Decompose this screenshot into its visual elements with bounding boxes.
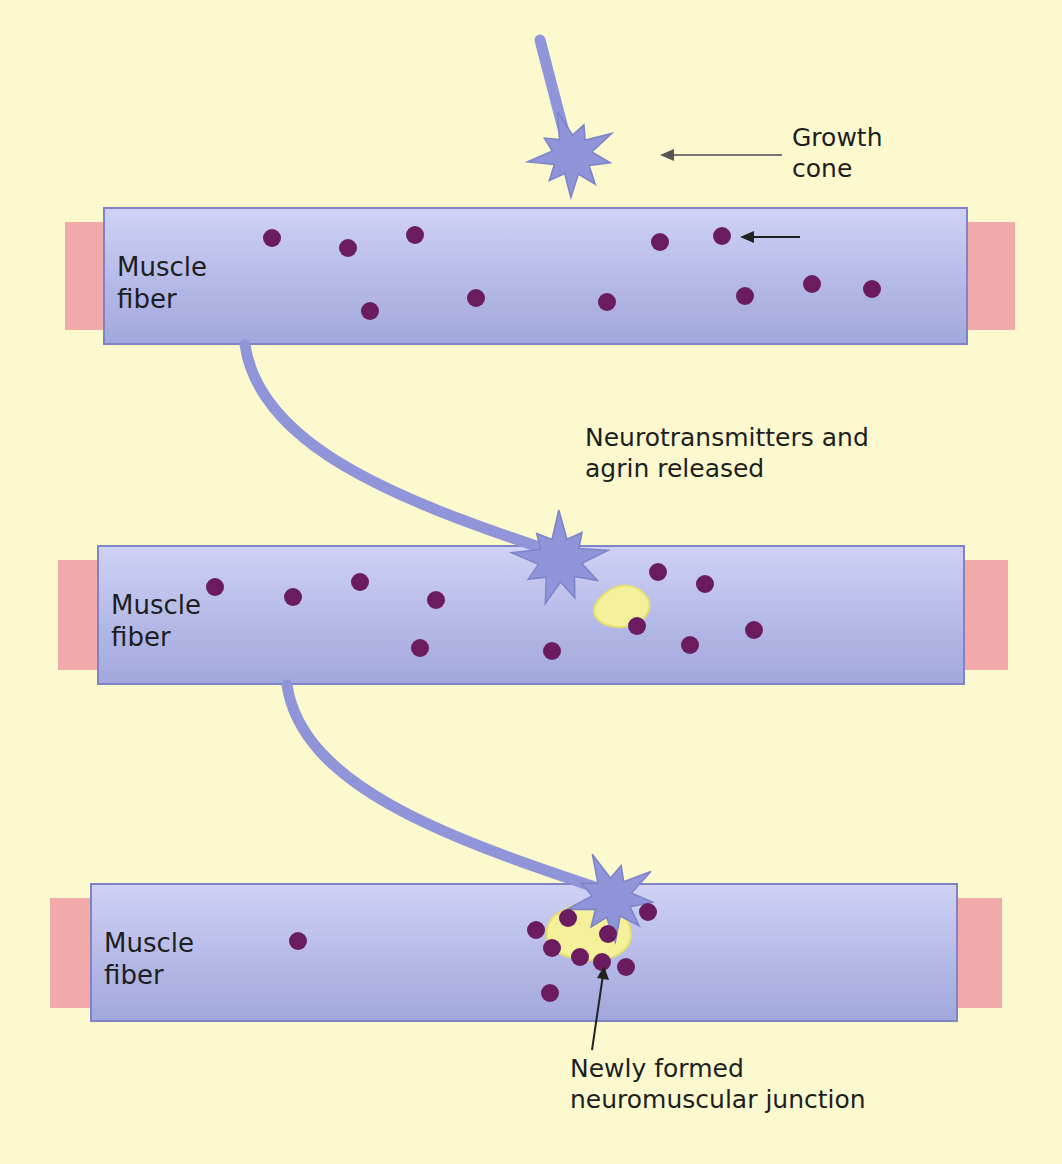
receptor-dot xyxy=(598,293,616,311)
receptor-dot xyxy=(263,229,281,247)
receptor-dot xyxy=(427,591,445,609)
receptor-dot xyxy=(289,932,307,950)
fiber-label: Muscle fiber xyxy=(117,251,247,315)
fiber-label: Muscle fiber xyxy=(111,589,241,653)
receptor-dot xyxy=(527,921,545,939)
arrowhead xyxy=(660,149,674,161)
tendon-cap xyxy=(952,898,1002,1008)
tendon-cap xyxy=(50,898,95,1008)
receptor-dot xyxy=(543,939,561,957)
receptor-dot xyxy=(713,227,731,245)
leader-line xyxy=(668,154,782,156)
growth-cone xyxy=(567,854,653,942)
arrowhead xyxy=(740,231,754,243)
receptor-dot xyxy=(649,563,667,581)
receptor-dot xyxy=(467,289,485,307)
fiber-label: Muscle fiber xyxy=(104,927,234,991)
muscle-fiber: Muscle fiber xyxy=(90,883,958,1022)
receptor-dot xyxy=(863,280,881,298)
receptor-dot xyxy=(745,621,763,639)
receptor-dot xyxy=(651,233,669,251)
receptor-dot xyxy=(361,302,379,320)
receptor-dot xyxy=(339,239,357,257)
tendon-cap xyxy=(958,560,1008,670)
receptor-dot xyxy=(206,578,224,596)
axon-connector xyxy=(287,685,595,887)
growth-cone xyxy=(512,510,608,604)
receptor-dot xyxy=(559,909,577,927)
muscle-fiber: Muscle fiber xyxy=(103,207,968,345)
receptor-dot xyxy=(541,984,559,1002)
leader-line xyxy=(748,236,800,238)
receptor-dot xyxy=(696,575,714,593)
receptor-dot xyxy=(639,903,657,921)
receptor-dot xyxy=(628,617,646,635)
receptor-dot xyxy=(351,573,369,591)
receptor-dot xyxy=(406,226,424,244)
axon-connector xyxy=(245,345,545,549)
leader-line xyxy=(592,975,603,1050)
receptor-dot xyxy=(284,588,302,606)
callout-label: Neurotransmitters and agrin released xyxy=(585,422,885,484)
receptor-dot xyxy=(736,287,754,305)
receptor-dot xyxy=(599,925,617,943)
receptor-dot xyxy=(681,636,699,654)
receptor-dot xyxy=(571,948,589,966)
callout-label: Newly formed neuromuscular junction xyxy=(570,1053,930,1115)
callout-label: Growth cone xyxy=(792,122,932,184)
receptor-dot xyxy=(543,642,561,660)
receptor-dot xyxy=(411,639,429,657)
receptor-dot xyxy=(593,953,611,971)
receptor-dot xyxy=(803,275,821,293)
arrowhead xyxy=(597,966,609,980)
tendon-cap xyxy=(960,222,1015,330)
muscle-fiber: Muscle fiber xyxy=(97,545,965,685)
growth-cone xyxy=(528,111,612,197)
receptor-dot xyxy=(617,958,635,976)
